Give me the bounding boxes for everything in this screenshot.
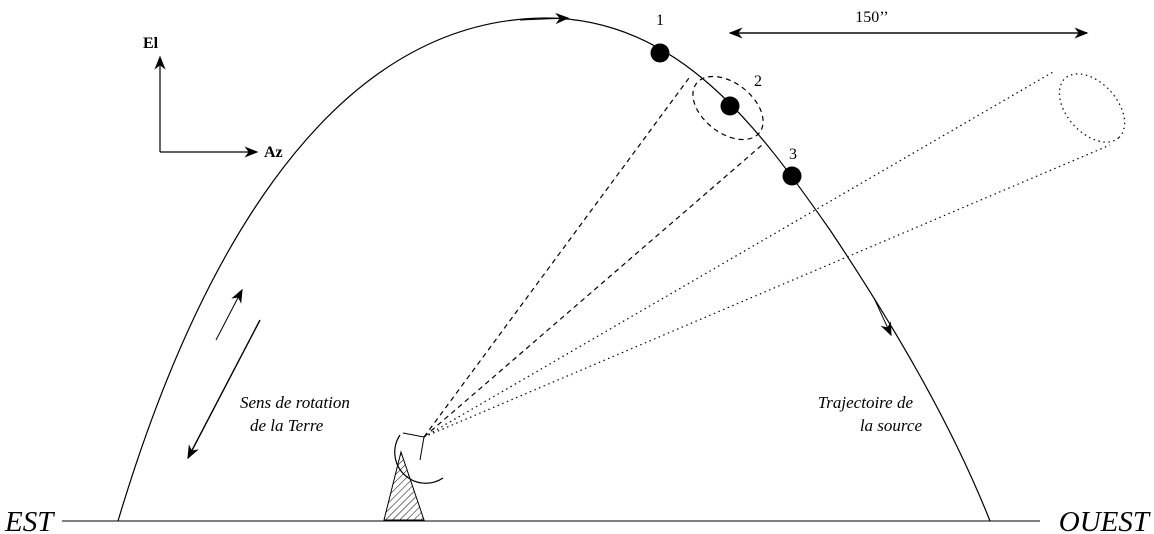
position-marker-3-label: 3 [789, 146, 797, 163]
trajectory-arrow-top [519, 12, 570, 25]
horizon-label-west: OUEST [1059, 506, 1151, 534]
reference-beam-ellipse [1058, 73, 1126, 143]
elevation-label: El [143, 35, 159, 52]
earth-rotation-arrow [187, 319, 261, 460]
position-marker-1-label: 1 [656, 12, 664, 29]
telescope-mount [383, 450, 425, 521]
azimuth-label: Az [264, 144, 283, 161]
position-marker-3: 3 [782, 146, 802, 186]
axis-legend: El Az [143, 35, 283, 161]
trajectory-arrow-left [215, 288, 243, 341]
beam-separation-label: 150’’ [855, 9, 888, 26]
rotation-caption-line2: de la Terre [250, 416, 324, 435]
position-marker-2: 2 [720, 73, 762, 116]
beam-separation-indicator: 150’’ [728, 9, 1089, 39]
trajectory-caption-line1: Trajectoire de [818, 393, 914, 412]
reference-beam [423, 71, 1126, 438]
radio-telescope [383, 432, 444, 521]
rotation-caption-line1: Sens de rotation [240, 393, 350, 412]
position-marker-1: 1 [650, 12, 670, 63]
horizon-label-east: EST [4, 506, 55, 534]
trajectory-caption-line2: la source [860, 416, 923, 435]
position-marker-2-label: 2 [754, 73, 762, 90]
source-trajectory-arc [117, 17, 991, 522]
on-source-beam [423, 75, 764, 438]
trajectory-arrow-right [873, 297, 892, 337]
